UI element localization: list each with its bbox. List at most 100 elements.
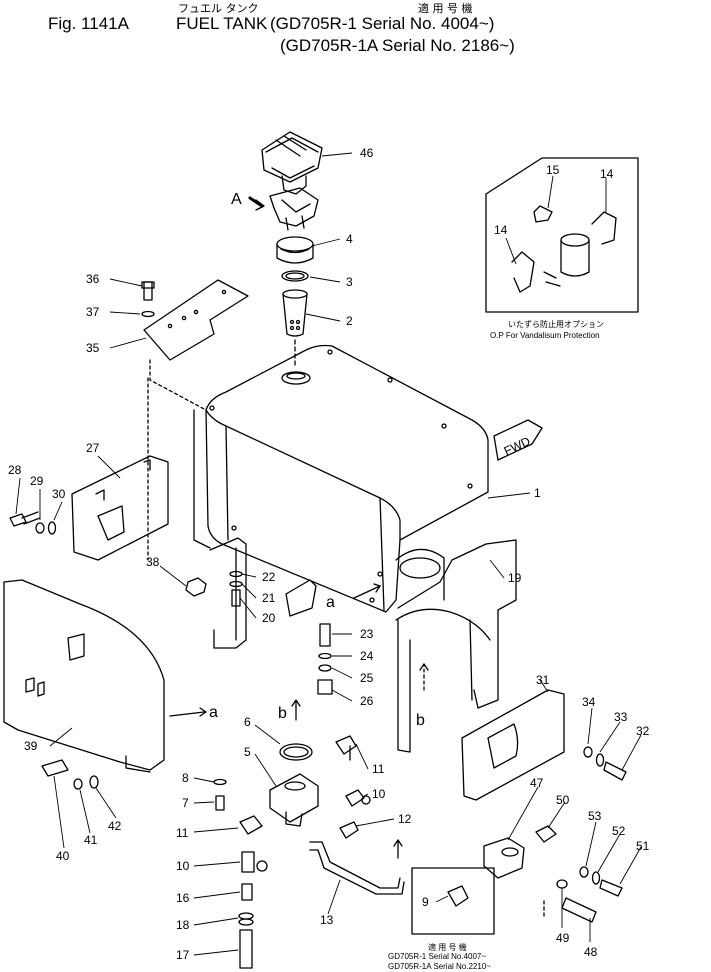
forward-label: FWD	[502, 434, 533, 458]
forward-arrow-drawing	[493, 419, 543, 461]
bolt-51-drawing	[579, 866, 623, 897]
callout-4: 4	[346, 232, 353, 246]
callout-36: 36	[86, 272, 100, 286]
callout-11: 11	[176, 826, 189, 840]
figure-number: Fig. 1141A	[48, 14, 129, 33]
callout-40: 40	[56, 849, 70, 863]
cap-holder-drawing	[248, 187, 319, 231]
callout-47: 47	[530, 776, 544, 790]
callout-10: 10	[176, 859, 190, 873]
tank-support-drawing	[395, 539, 517, 753]
callout-16: 16	[176, 891, 190, 905]
callout-34: 34	[582, 695, 596, 709]
callout-19: 19	[508, 571, 522, 585]
callout-12: 12	[398, 812, 412, 826]
side-cover-39-drawing	[3, 579, 165, 773]
callout-26: 26	[360, 694, 374, 708]
bolt-28-drawing	[9, 511, 57, 535]
callout-35: 35	[86, 341, 100, 355]
callout-30: 30	[52, 487, 66, 501]
callout-51: 51	[636, 839, 650, 853]
callout-2: 2	[346, 314, 353, 328]
callout-24: 24	[360, 649, 374, 663]
serial-inset-drawing	[411, 867, 495, 935]
callout-53: 53	[588, 809, 602, 823]
callout-17: 17	[176, 948, 190, 962]
callout-22: 22	[262, 570, 276, 584]
callout-25: 25	[360, 671, 374, 685]
callout-20: 20	[262, 611, 276, 625]
callout-14: 14	[600, 167, 614, 181]
callout-14: 14	[494, 223, 508, 237]
callout-42: 42	[108, 819, 122, 833]
callout-29: 29	[30, 474, 44, 488]
inset-bottom-caption-japanese: 適 用 号 機	[428, 943, 467, 952]
plate-31-drawing	[461, 689, 565, 801]
bolt-36-drawing	[141, 281, 155, 318]
callout-21: 21	[262, 591, 276, 605]
callout-38: 38	[146, 555, 160, 569]
callout-11: 11	[372, 762, 385, 776]
callout-15: 15	[546, 163, 560, 177]
arrow-label-b-support: b	[416, 712, 425, 729]
callout-50: 50	[556, 793, 570, 807]
callout-48: 48	[584, 945, 598, 959]
bolt-7-drawing	[215, 795, 225, 811]
inset-caption-english: O.P For Vandalisum Protection	[490, 331, 600, 340]
arrow-label-a-tank: a	[326, 594, 335, 611]
callout-52: 52	[612, 824, 626, 838]
tee-fitting-10-drawing	[345, 789, 371, 807]
callout-46: 46	[360, 146, 374, 160]
strainer-drawing	[282, 289, 308, 337]
bolt-32-drawing	[583, 746, 627, 781]
callout-5: 5	[244, 745, 251, 759]
callout-39: 39	[24, 739, 38, 753]
serial-line-1: (GD705R-1 Serial No. 4004~)	[270, 14, 495, 33]
callout-1: 1	[534, 486, 541, 500]
callout-18: 18	[176, 918, 190, 932]
callout-37: 37	[86, 305, 100, 319]
drain-valve-stack-drawing	[238, 815, 268, 969]
serial-line-2: (GD705R-1A Serial No. 2186~)	[280, 36, 515, 55]
callout-32: 32	[636, 724, 650, 738]
callout-23: 23	[360, 627, 374, 641]
cover-plate-27-drawing	[71, 455, 169, 561]
callout-8: 8	[182, 771, 189, 785]
callout-10: 10	[372, 787, 386, 801]
drain-flange-drawing	[269, 743, 319, 827]
leader-lines	[15, 152, 642, 956]
callout-3: 3	[346, 275, 353, 289]
bolt-40-drawing	[41, 759, 99, 790]
locking-cap-drawing	[261, 131, 323, 195]
title-japanese: フュエル タンク	[178, 2, 259, 15]
bracket-plate-drawing	[143, 279, 249, 361]
applicable-models-japanese: 適 用 号 機	[418, 2, 473, 15]
nut-38-drawing	[185, 577, 207, 597]
valve-47-drawing	[483, 825, 557, 879]
view-a-label: A	[231, 191, 242, 208]
gasket-drawing	[281, 270, 309, 282]
callout-33: 33	[614, 710, 628, 724]
callout-13: 13	[320, 913, 334, 927]
frame-bracket-drawing	[209, 537, 317, 649]
inset-bottom-serial-2: GD705R-1A Serial No.2210~	[388, 962, 491, 971]
drain-pipe-13-drawing	[309, 841, 405, 895]
callout-7: 7	[182, 796, 189, 810]
callout-6: 6	[244, 715, 251, 729]
callout-31: 31	[536, 673, 550, 687]
fuel-tank-drawing	[205, 344, 489, 613]
callout-41: 41	[84, 833, 98, 847]
arrow-label-a-cover: a	[209, 704, 218, 721]
inset-caption-japanese: いたずら防止用オプション	[508, 320, 604, 329]
arrow-label-b-drain: b	[278, 705, 287, 722]
callout-49: 49	[556, 931, 570, 945]
elbow-fitting-11-drawing	[335, 735, 357, 761]
callout-9: 9	[422, 895, 429, 909]
bolt-23-drawing	[317, 623, 333, 695]
filler-cap-drawing	[276, 236, 314, 264]
figure-title: FUEL TANK	[176, 14, 268, 33]
bolt-48-drawing	[556, 879, 597, 923]
callout-27: 27	[86, 441, 100, 455]
